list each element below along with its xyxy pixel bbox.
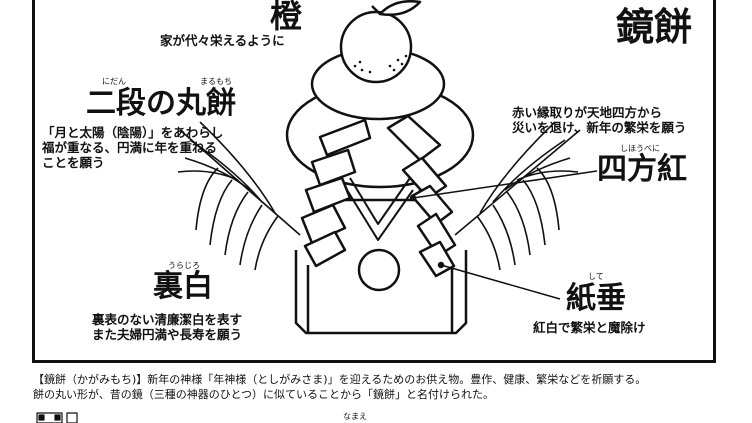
nidan-ruby: にだん bbox=[102, 77, 126, 86]
shide-right bbox=[386, 114, 457, 278]
page-title: 鏡餅 bbox=[616, 5, 693, 49]
desc-line: 災いを退け、新年の繁栄を願う bbox=[512, 120, 687, 135]
shihobeni-desc: 赤い縁取りが天地四方から 災いを退け、新年の繁栄を願う bbox=[512, 105, 686, 135]
urajiro-label: 裏白 bbox=[153, 269, 213, 304]
desc-line: ことを願う bbox=[42, 155, 105, 170]
marumochi-ruby: まるもち bbox=[200, 77, 232, 86]
urajiro-desc: 裏表のない清廉潔白を表す また夫婦円満や長寿を願う bbox=[92, 312, 242, 342]
shide-desc: 紅白で繁栄と魔除け bbox=[533, 320, 646, 335]
illustration-frame bbox=[32, 0, 716, 363]
name-ruby: なまえ bbox=[343, 412, 367, 421]
qr-code-icon bbox=[36, 412, 78, 423]
urajiro-fern-right bbox=[454, 121, 581, 271]
daidai-label: 橙 bbox=[270, 0, 303, 35]
sanbo-stand bbox=[294, 176, 468, 335]
stand-hole bbox=[357, 248, 401, 292]
urajiro-fern-left bbox=[177, 121, 301, 271]
desc-line: 赤い縁取りが天地四方から bbox=[512, 105, 663, 120]
shihobeni-ruby: しほうべに bbox=[620, 144, 660, 153]
shide-ruby: して bbox=[588, 272, 604, 281]
stamp-icon bbox=[66, 412, 78, 423]
urajiro-ruby: うらじろ bbox=[168, 261, 200, 270]
leader-lines bbox=[409, 170, 598, 300]
shide-left bbox=[300, 118, 372, 268]
desc-line: また夫婦円満や長寿を願う bbox=[92, 327, 243, 342]
desc-line: 裏表のない清廉潔白を表す bbox=[92, 312, 243, 327]
daidai-desc: 家が代々栄えるように bbox=[160, 33, 285, 48]
shihobeni-label: 四方紅 bbox=[597, 152, 687, 187]
desc-line: 「月と太陽（陰陽）」をあわらし bbox=[42, 125, 224, 140]
daidai-orange bbox=[339, 0, 422, 84]
nidan-desc: 「月と太陽（陰陽）」をあわらし 福が重なる、円満に年を重ねる ことを願う bbox=[42, 125, 223, 170]
shide-label: 紙垂 bbox=[566, 281, 626, 316]
leaf-icon bbox=[378, 0, 422, 16]
nidan-label: 二段の丸餅 bbox=[86, 86, 236, 121]
caption-line: 【鏡餅（かがみもち)】新年の神様「年神様（としがみさま)」を迎えるためのお供え物… bbox=[33, 373, 647, 386]
desc-line: 福が重なる、円満に年を重ねる bbox=[42, 140, 218, 155]
caption-line: 餅の丸い形が、昔の鏡（三種の神器のひとつ）に似ていることから「鏡餅」と名付けられ… bbox=[33, 388, 495, 401]
